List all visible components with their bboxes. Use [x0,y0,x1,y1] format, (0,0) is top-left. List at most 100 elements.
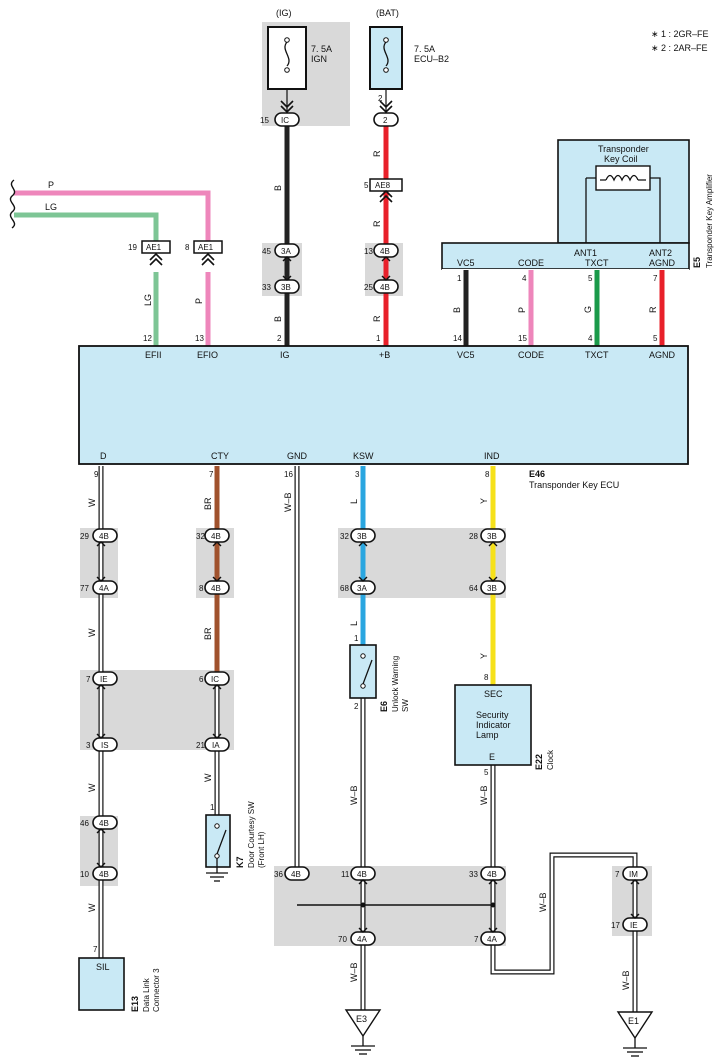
c21ia-id: IA [212,741,220,750]
c6ic-id: IC [211,675,219,684]
transponder-key-amplifier [441,242,690,270]
ecu-top-pins: 12 EFII 13 EFIO 2 IG 1 +B 14 VC5 15 CODE… [143,334,676,360]
ae8-pin: 5 [364,181,369,190]
c32a-pin: 32 [196,532,205,541]
ae8-id: AE8 [375,181,391,190]
note-1: ∗ 1 : 2GR–FE [651,29,709,39]
amp-name: Transponder Key Amplifier [705,174,714,268]
ae1a-id: AE1 [146,243,162,252]
c10-pin: 10 [80,870,89,879]
ground-e3-icon [344,1009,382,1055]
c11-pin: 11 [341,870,350,879]
ecu-pin-vc5: VC5 [457,350,475,360]
c7ie-id: IE [100,675,108,684]
c77-id: 4A [99,584,109,593]
c70-id: 4A [357,935,367,944]
ecu-pin-efii: EFII [145,350,162,360]
ign-fuse-element [284,41,290,67]
ecu-pin-num-9: 9 [94,470,99,479]
c64-id: 3B [487,584,497,593]
c3b-pin: 33 [262,283,271,292]
lbl-l-2: L [349,621,359,626]
c4b25-id: 4B [380,283,390,292]
bat-rating: 7. 5A [414,44,435,54]
lbl-w-4: W [87,903,97,912]
e22-lamp-3: Lamp [476,730,499,740]
k7-name-2: (Front LH) [257,831,266,868]
c29-id: 4B [99,532,109,541]
lbl-wb-5: W–B [538,892,548,912]
amp-ant2: ANT2 [649,248,672,258]
c3is-pin: 3 [86,741,91,750]
pair-chevrons [96,541,640,933]
lbl-p-amp: P [517,307,527,313]
lbl-b-v1: B [273,185,283,191]
e22-e: E [489,752,495,762]
ecu-pin-num-3: 3 [355,470,360,479]
coil-title-2: Key Coil [604,154,638,164]
amp-num-1: 1 [457,274,462,283]
lbl-wb-1: W–B [283,492,293,512]
c7im-id: IM [629,870,638,879]
c3a-id: 3A [281,247,291,256]
e13-name-1: Data Link [142,977,151,1012]
data-link-connector [78,957,125,1011]
key-coil-box [557,139,690,244]
wire-e1-route [490,852,638,1012]
amp-pin-code: CODE [518,258,544,268]
lbl-r-v2: R [372,220,382,227]
e6-name-2: SW [401,699,410,712]
amp-pin-agnd: AGND [649,258,676,268]
c28-id: 3B [487,532,497,541]
e22-name: Clock [546,749,555,770]
shade-bottom-4b4a [274,866,506,946]
ground-e3: E3 [356,1014,367,1024]
e13-id: E13 [130,996,140,1012]
lbl-wb-3: W–B [349,962,359,982]
amp-num-4: 4 [522,274,527,283]
transponder-key-ecu [78,345,689,465]
amp-id: E5 [692,257,702,268]
lbl-r-v1: R [372,150,382,157]
door-courtesy-sw [205,814,231,868]
bat-fuse-element [383,41,389,67]
c68-id: 3A [357,584,367,593]
k7-ground-icon [206,872,228,882]
c68-pin: 68 [340,584,349,593]
amp-pin-txct: TXCT [585,258,609,268]
c7_4a-id: 4A [487,935,497,944]
bat-source: (BAT) [376,8,399,18]
clock-security-indicator [454,684,532,766]
note-2: ∗ 2 : 2AR–FE [651,43,708,53]
ecu-pin-num-2: 2 [277,334,282,343]
c7im-pin: 7 [615,870,620,879]
ecu-pin-num-13: 13 [195,334,204,343]
c70-pin: 70 [338,935,347,944]
lbl-g-amp: G [583,306,593,313]
ign-name: IGN [311,54,327,64]
c32b-pin: 32 [340,532,349,541]
ign-fuse [267,26,307,90]
c77-pin: 77 [80,584,89,593]
ecu-id: E46 [529,469,545,479]
c32a-id: 4B [211,532,221,541]
ecu-pin-gnd: GND [287,451,308,461]
ground-e1: E1 [628,1016,639,1026]
c4b13-pin: 13 [364,247,373,256]
bat-pin-top: 2 [378,94,383,103]
ecu-pin-cty: CTY [211,451,229,461]
e22-sec: SEC [484,689,503,699]
e22-id: E22 [534,754,544,770]
amp-num-7: 7 [653,274,658,283]
c36-pin: 36 [274,870,283,879]
ecu-pin-num-1: 1 [376,334,381,343]
ae1b-pin: 8 [185,243,190,252]
lbl-lg-v: LG [143,294,153,306]
c17ie-id: IE [630,921,638,930]
e6-name-1: Unlock Warning [391,656,400,712]
ign-pin: 15 [260,116,269,125]
e22-pin-bottom: 5 [484,768,489,777]
ground-e1-icon [616,1011,654,1057]
ecu-pin-num-5: 5 [653,334,658,343]
